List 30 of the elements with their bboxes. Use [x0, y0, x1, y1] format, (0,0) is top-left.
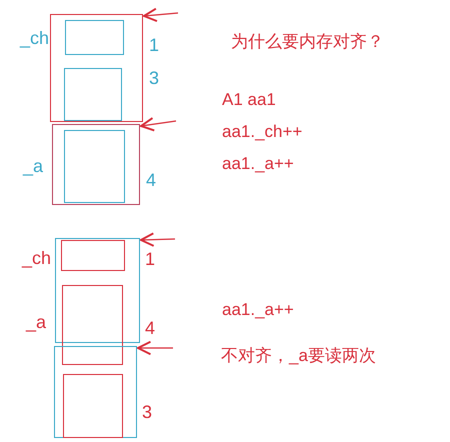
memory-block	[50, 14, 143, 122]
arrow	[140, 232, 176, 247]
field-name: _ch	[22, 248, 52, 268]
field-name: _ch	[20, 28, 50, 48]
offset-number: 4	[145, 318, 156, 338]
memory-block	[62, 374, 122, 438]
code-line: aa1._ch++	[222, 122, 302, 142]
arrow	[143, 8, 178, 22]
memory-block	[52, 124, 140, 205]
memory-block	[64, 130, 124, 202]
field-name: _a	[26, 312, 46, 332]
memory-block	[64, 20, 124, 54]
code-line: A1 aa1	[222, 90, 276, 110]
arrow	[137, 340, 173, 356]
arrow	[140, 117, 176, 132]
memory-block	[54, 346, 137, 438]
offset-number: 1	[149, 35, 160, 55]
offset-number: 3	[142, 402, 152, 422]
memory-block	[64, 68, 122, 120]
offset-number: 1	[145, 249, 156, 269]
offset-number: 4	[146, 170, 156, 190]
memory-block	[62, 285, 123, 365]
code-line: aa1._a++	[222, 154, 294, 174]
offset-number: 3	[149, 68, 160, 88]
memory-block	[60, 240, 124, 270]
memory-block	[55, 238, 140, 343]
code-line: aa1._a++	[222, 300, 294, 320]
note-text: 不对齐，_a要读两次	[221, 346, 376, 366]
question-text: 为什么要内存对齐？	[231, 32, 384, 52]
field-name: _a	[23, 156, 44, 176]
